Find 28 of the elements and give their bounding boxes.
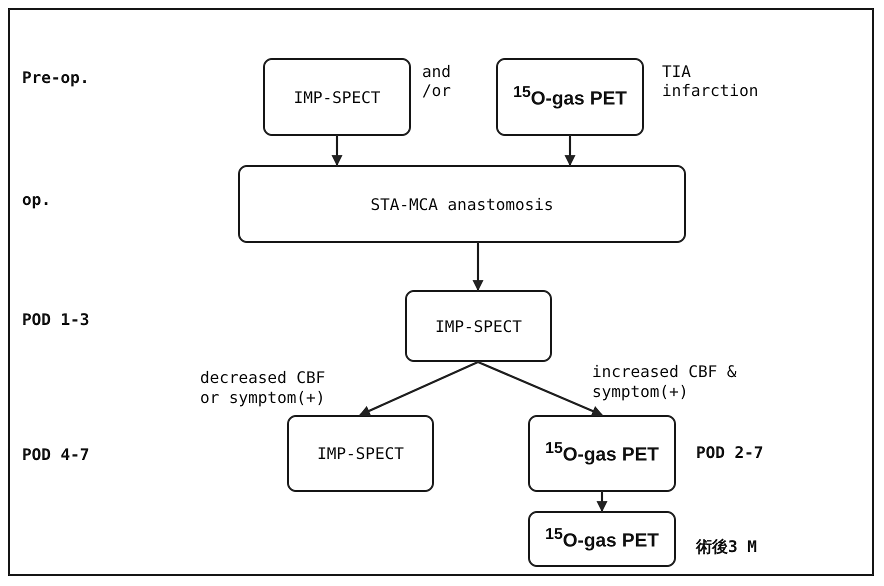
- arrow: [359, 361, 478, 416]
- stage-label: POD 4-7: [22, 445, 90, 464]
- arrow: [478, 360, 603, 416]
- arrow: [472, 243, 484, 292]
- process-box: [496, 58, 644, 136]
- process-box: [287, 415, 434, 492]
- note-text: TIA infarction: [662, 62, 760, 100]
- process-box: [528, 511, 676, 567]
- box-label: STA-MCA anastomosis: [370, 194, 554, 214]
- box-label: $^{15}$O-gas PET: [545, 440, 659, 467]
- box-label: IMP-SPECT: [435, 316, 522, 336]
- stage-label: Pre-op.: [22, 68, 90, 87]
- arrow: [332, 136, 342, 166]
- note-text: and /or: [422, 62, 452, 100]
- stage-label: op.: [22, 190, 52, 209]
- process-box: [528, 415, 676, 492]
- stage-label: POD 1-3: [22, 310, 90, 329]
- arrow: [564, 136, 576, 166]
- box-label: IMP-SPECT: [294, 88, 380, 106]
- box-label: IMP-SPECT: [317, 444, 404, 463]
- time-label: POD 2-7: [696, 443, 764, 462]
- box-label: $^{15}$O-gas PET: [545, 526, 659, 552]
- arrow: [596, 492, 608, 512]
- process-box: [238, 165, 686, 243]
- box-label: $^{15}$O-gas PET: [513, 84, 627, 110]
- process-box: [263, 58, 411, 136]
- process-box: [405, 290, 552, 362]
- time-label: 術後3 M: [696, 537, 757, 558]
